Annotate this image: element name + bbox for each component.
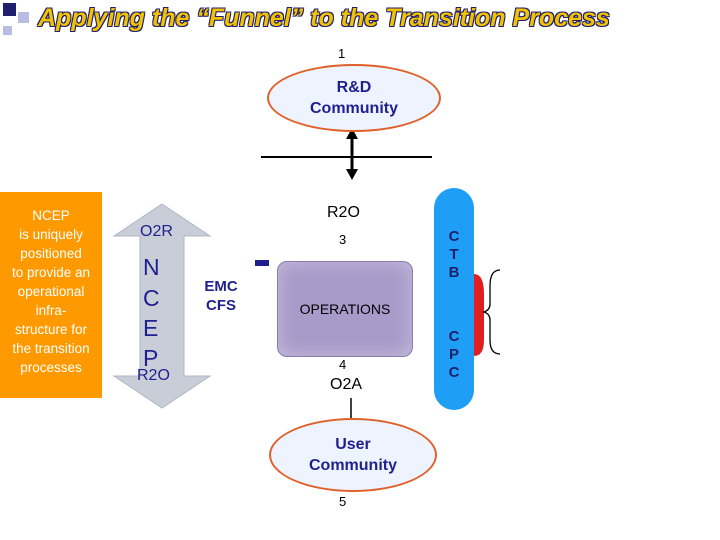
header-square-light-2: [3, 26, 12, 35]
user-community-ellipse: User Community: [269, 418, 437, 492]
o2r-label: O2R: [140, 223, 173, 240]
operations-label: OPERATIONS: [299, 301, 391, 317]
ctb-letter: T: [449, 246, 459, 263]
ncep-description-box: NCEP is uniquely positioned to provide a…: [0, 192, 102, 398]
ctb-cpc-bracket: [474, 269, 501, 356]
ncep-line: NCEP: [32, 208, 70, 223]
cfs-label: CFS: [206, 297, 236, 314]
cpc-letter: C: [448, 328, 460, 345]
rd-community-ellipse: R&D Community: [267, 64, 441, 132]
emc-label: EMC: [204, 278, 238, 295]
ncep-letter-p: P: [143, 345, 159, 371]
ncep-double-arrow: [112, 203, 212, 409]
ctb-cpc-pill: C T B C P C: [434, 188, 474, 410]
header-square-light: [18, 12, 29, 23]
ncep-line: operational: [17, 284, 85, 299]
rd-community-line1: R&D: [336, 79, 372, 96]
header-square-navy: [3, 3, 16, 16]
emc-cfs-label: EMC CFS: [200, 277, 242, 315]
r2o-side-label: R2O: [137, 367, 170, 384]
ncep-line: structure for: [14, 322, 88, 337]
user-community-line2: Community: [309, 457, 397, 474]
ctb-letter: B: [448, 264, 460, 281]
ncep-line: is uniquely: [19, 227, 83, 242]
step-number-1: 1: [338, 46, 346, 61]
page-title: Applying the “Funnel” to the Transition …: [38, 4, 610, 32]
ncep-letter-c: C: [143, 285, 160, 311]
ncep-line: to provide an: [11, 265, 91, 280]
cpc-letter: C: [448, 364, 460, 381]
ncep-line: processes: [20, 360, 82, 375]
r2o-top-label: R2O: [327, 204, 360, 221]
ncep-letter-n: N: [143, 254, 160, 280]
operations-box: OPERATIONS: [277, 261, 413, 357]
rd-community-line2: Community: [310, 100, 398, 117]
ctb-letter: C: [448, 228, 460, 245]
ncep-line: infra-: [35, 303, 67, 318]
o2a-label: O2A: [330, 376, 363, 393]
step-number-4: 4: [339, 357, 347, 372]
step-number-3: 3: [339, 232, 347, 247]
ncep-letter-e: E: [143, 315, 159, 341]
step-number-5: 5: [339, 494, 347, 509]
ncep-line: positioned: [20, 246, 82, 261]
cpc-letter: P: [448, 346, 459, 363]
user-community-line1: User: [335, 436, 371, 453]
ncep-line: the transition: [12, 341, 90, 356]
